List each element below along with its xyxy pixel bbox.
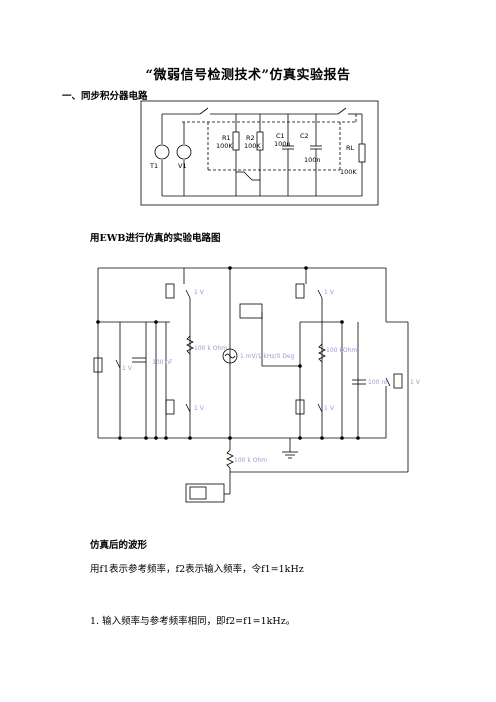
label-sw-r: 1 V: [410, 379, 421, 386]
schematic-border: [140, 100, 379, 206]
label-r1: R1: [222, 134, 231, 142]
section-heading: 一、同步积分器电路: [62, 91, 148, 102]
switch-box-br: [295, 399, 305, 415]
label-sw-bl: 1 V: [194, 405, 205, 412]
switch-box-tr: [295, 283, 305, 299]
para-item-1: 1. 输入频率与参考频率相同，即f2=f1=1kHz。: [90, 616, 296, 627]
switch-box-tl: [165, 283, 175, 299]
switch-r: [385, 377, 391, 387]
label-rl-val: 100K: [340, 168, 357, 176]
caption-ewb: 用EWB进行仿真的实验电路图: [90, 233, 221, 244]
source-t1: [154, 144, 170, 160]
switch-top-left: [199, 107, 209, 115]
label-c1-val: 100n: [274, 140, 291, 148]
meter-box: [239, 303, 263, 319]
label-res-b: 100 k Ohm: [234, 457, 267, 464]
para-definition: 用f1表示参考频率，f2表示输入频率，令f1=1kHz: [90, 564, 304, 575]
switch-box-r: [393, 373, 403, 389]
label-t1: T1: [149, 162, 158, 170]
resistor-r1: [232, 131, 240, 151]
switch-top-right: [337, 107, 347, 115]
switch-tr: [317, 289, 323, 299]
label-r2-val: 100K: [244, 142, 261, 150]
ewb-schematic: 1 V 1 V 1 V 1 V 1 V 1 V 100 nF 100 nF 10…: [93, 266, 421, 503]
label-c1: C1: [276, 132, 285, 140]
label-res-r: 100 kOhm: [326, 347, 357, 354]
source-v1: [176, 144, 192, 160]
label-cap-r: 100 nF: [368, 379, 389, 386]
caption-waveform: 仿真后的波形: [90, 540, 148, 551]
document-title: “微弱信号检测技术”仿真实验报告: [145, 68, 351, 83]
label-cap-l: 100 nF: [152, 359, 173, 366]
switch-middle: [243, 171, 253, 181]
switch-bl: [185, 403, 191, 413]
oscilloscope: [185, 483, 225, 503]
resistor-left: [186, 335, 194, 355]
label-rl: RL: [346, 144, 355, 152]
label-v1: V1: [178, 162, 187, 170]
label-sw-tl: 1 V: [194, 289, 205, 296]
label-r2: R2: [246, 134, 255, 142]
switch-ml: [115, 359, 121, 369]
switch-tl: [185, 289, 191, 299]
switch-box-bl: [165, 399, 175, 415]
integrator-schematic: T1 V1 R1 100K R2 100K C1 100n C2 100n RL…: [140, 100, 379, 206]
label-c2-val: 100n: [304, 156, 321, 164]
label-sw-ml: 1 V: [122, 365, 133, 372]
resistor-bottom: [226, 449, 234, 469]
ac-source: [222, 348, 238, 364]
label-r1-val: 100K: [216, 142, 233, 150]
label-src: 1 mV/1 kHz/0 Deg: [240, 353, 295, 360]
label-sw-br: 1 V: [324, 405, 335, 412]
resistor-rl: [358, 143, 366, 163]
label-res-l: 100 k Ohm: [194, 345, 227, 352]
label-sw-tr: 1 V: [324, 289, 335, 296]
resistor-right: [318, 343, 326, 363]
label-c2: C2: [300, 132, 309, 140]
switch-br: [317, 403, 323, 413]
